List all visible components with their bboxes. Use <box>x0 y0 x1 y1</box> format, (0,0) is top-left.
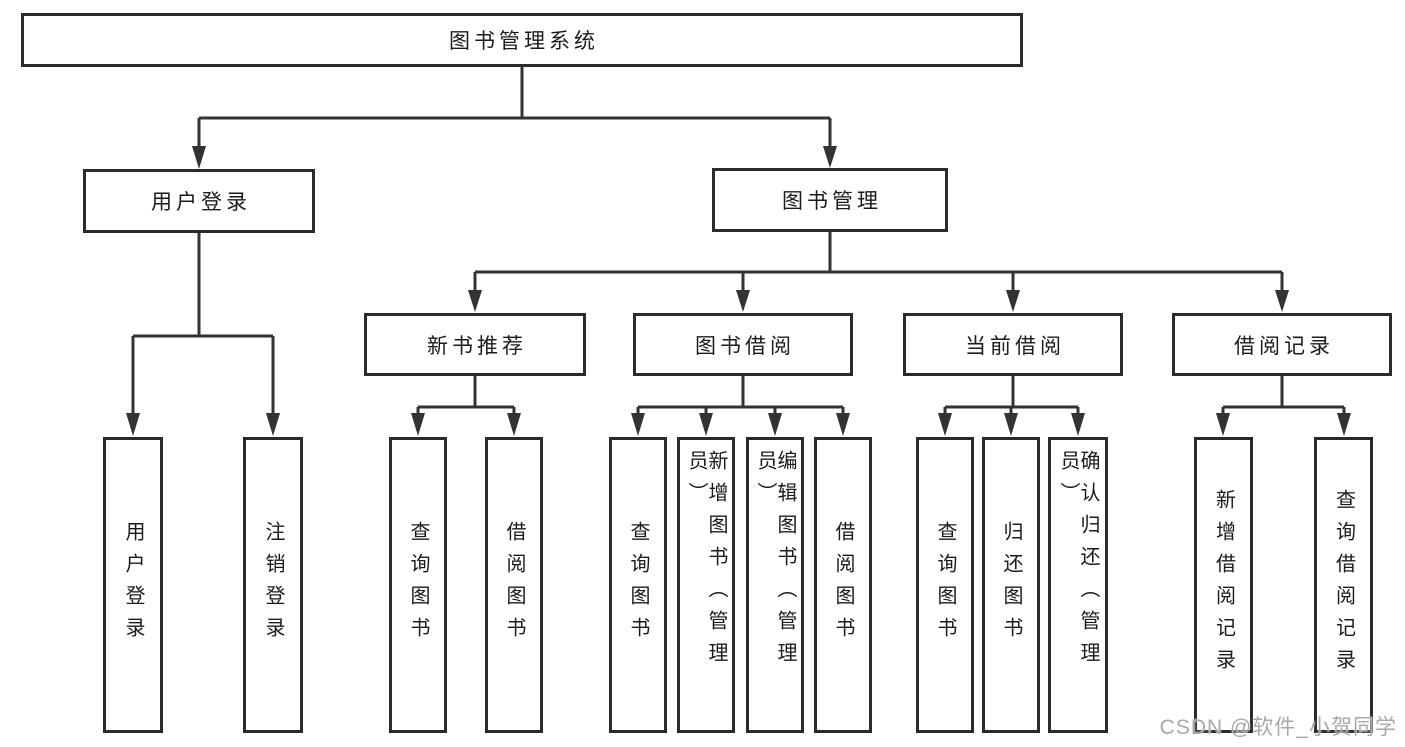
leaf-user-login: 用户登录 <box>103 437 163 733</box>
leaf-cb-confirm-return-admin: 确认归还（管理员） <box>1048 437 1108 733</box>
leaf-nb-borrow-books: 借阅图书 <box>485 437 543 733</box>
leaf-cb-return-books: 归还图书 <box>982 437 1040 733</box>
connector-user-login-branch <box>126 233 280 436</box>
connector-current-borrowing-branch <box>938 376 1085 436</box>
leaf-nb-query-books: 查询图书 <box>389 437 447 733</box>
leaf-logout: 注销登录 <box>243 437 303 733</box>
leaf-bb-edit-books-admin: 编辑图书（管理员） <box>746 437 804 733</box>
connector-borrowing-records-branch <box>1216 376 1351 436</box>
node-user-login: 用户登录 <box>83 169 315 233</box>
connector-root-branch <box>192 67 837 169</box>
node-current-borrowing: 当前借阅 <box>903 313 1123 376</box>
leaf-cb-query-books: 查询图书 <box>916 437 974 733</box>
connector-new-book-branch <box>411 376 521 436</box>
leaf-br-query-record: 查询借阅记录 <box>1314 437 1373 733</box>
connector-book-borrowing-branch <box>631 376 850 436</box>
leaf-bb-add-books-admin: 新增图书（管理员） <box>677 437 735 733</box>
node-borrowing-records: 借阅记录 <box>1172 313 1392 376</box>
node-book-borrowing: 图书借阅 <box>633 313 853 376</box>
node-new-book-recommend: 新书推荐 <box>364 313 586 376</box>
leaf-bb-query-books: 查询图书 <box>609 437 667 733</box>
leaf-bb-borrow-books: 借阅图书 <box>814 437 872 733</box>
leaf-br-add-record: 新增借阅记录 <box>1194 437 1253 733</box>
node-book-management: 图书管理 <box>712 168 948 232</box>
connector-book-management-branch <box>468 232 1289 312</box>
node-library-system: 图书管理系统 <box>21 13 1023 67</box>
